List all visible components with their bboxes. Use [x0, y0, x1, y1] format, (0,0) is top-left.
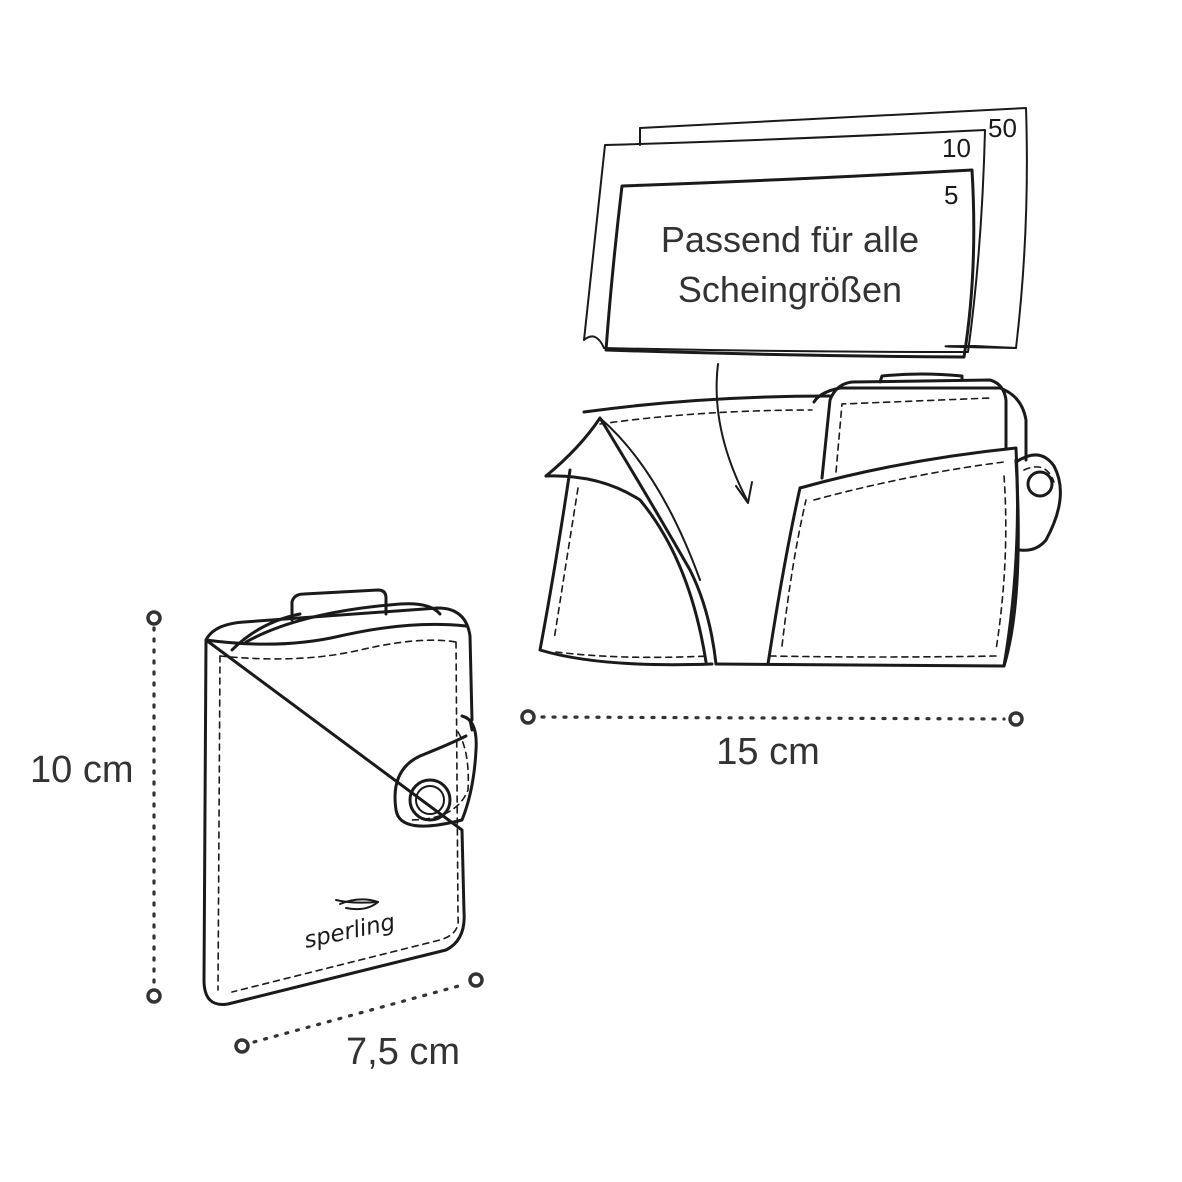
banknote-50: [639, 107, 1028, 349]
snap-button-icon: [408, 778, 452, 822]
width-dimension: 7,5 cm: [234, 972, 484, 1073]
denomination-10: 10: [942, 133, 971, 163]
snap-tab-closed: [393, 714, 478, 828]
height-label: 10 cm: [30, 749, 133, 791]
cash-flap-outer: [544, 416, 718, 666]
cash-flap-inner: [544, 474, 708, 664]
banknote-5: [604, 168, 976, 359]
leaf-icon: [335, 898, 379, 911]
width-label: 7,5 cm: [346, 1031, 460, 1073]
closed-wallet: sperling: [202, 588, 478, 1006]
height-dimension: 10 cm: [30, 610, 162, 1004]
note-line-1: Passend für alle: [661, 219, 919, 260]
open-width-dimension: 15 cm: [520, 709, 1024, 773]
note-line-2: Scheingrößen: [678, 269, 902, 310]
curved-arrow-icon: [715, 363, 753, 504]
denomination-50: 50: [988, 113, 1017, 143]
brand-logo: sperling: [302, 909, 398, 954]
card-pocket: [798, 446, 1019, 668]
open-width-label: 15 cm: [716, 731, 819, 773]
open-wallet: [538, 372, 1062, 668]
denomination-5: 5: [944, 180, 958, 210]
snap-button-icon: [1026, 470, 1054, 498]
snap-tab-open: [1014, 453, 1062, 552]
banknote-10: [583, 129, 986, 353]
banknote-stack: 50 10 5 Passend für alle Scheingrößen: [583, 107, 1028, 359]
